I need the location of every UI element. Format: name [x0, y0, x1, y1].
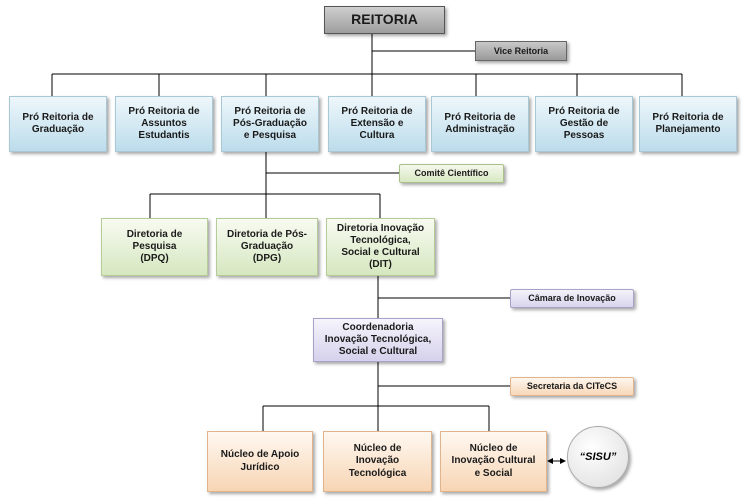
pro-reitoria-label: Pró Reitoria de Administração — [444, 111, 516, 135]
nucleo-inovacao-tecnologica: Núcleo de Inovação Tecnológica — [323, 431, 432, 492]
vice-reitoria-label: Vice Reitoria — [493, 45, 549, 56]
nucleo-label: Núcleo de Inovação Tecnológica — [348, 443, 407, 479]
secretaria-label: Secretaria da CITeCS — [526, 381, 618, 392]
pro-reitoria-label: Pró Reitoria de Assuntos Estudantis — [128, 105, 200, 142]
nucleo-apoio-juridico: Núcleo de Apoio Jurídico — [207, 431, 313, 492]
pro-reitoria-graduacao: Pró Reitoria de Graduação — [9, 96, 107, 152]
camara-label: Câmara de Inovação — [528, 293, 616, 304]
vice-reitoria-box: Vice Reitoria — [475, 41, 567, 61]
secretaria-citecs-box: Secretaria da CITeCS — [510, 377, 634, 396]
pro-reitoria-label: Pró Reitoria de Planejamento — [652, 111, 724, 135]
sisu-circle: “SISU” — [567, 426, 629, 488]
camara-inovacao-box: Câmara de Inovação — [510, 289, 634, 308]
reitoria-label: REITORIA — [351, 11, 418, 28]
pro-reitoria-label: Pró Reitoria de Graduação — [22, 111, 94, 135]
nucleo-label: Núcleo de Apoio Jurídico — [220, 449, 300, 473]
diretoria-label: Diretoria de Pesquisa (DPQ) — [126, 228, 183, 265]
comite-label: Comitê Científico — [414, 168, 489, 179]
pro-reitoria-label: Pró Reitoria de Pós-Graduação e Pesquisa — [233, 105, 307, 142]
pro-reitoria-assuntos-estudantis: Pró Reitoria de Assuntos Estudantis — [115, 96, 213, 152]
pro-reitoria-label: Pró Reitoria de Gestão de Pessoas — [548, 105, 620, 142]
pro-reitoria-planejamento: Pró Reitoria de Planejamento — [639, 96, 737, 152]
diretoria-dpg: Diretoria de Pós- Graduação (DPG) — [216, 218, 318, 276]
diretoria-label: Diretoria Inovação Tecnológica, Social e… — [336, 222, 425, 271]
pro-reitoria-pos-graduacao: Pró Reitoria de Pós-Graduação e Pesquisa — [221, 96, 319, 152]
diretoria-label: Diretoria de Pós- Graduação (DPG) — [226, 228, 308, 265]
nucleo-inovacao-cultural-social: Núcleo de Inovação Cultural e Social — [440, 431, 547, 492]
nucleo-label: Núcleo de Inovação Cultural e Social — [451, 443, 536, 479]
coordenadoria-label: Coordenadoria Inovação Tecnológica, Soci… — [324, 321, 432, 358]
diretoria-dit: Diretoria Inovação Tecnológica, Social e… — [326, 218, 435, 276]
pro-reitoria-administracao: Pró Reitoria de Administração — [431, 96, 529, 152]
pro-reitoria-label: Pró Reitoria de Extensão e Cultura — [341, 105, 413, 142]
pro-reitoria-gestao-pessoas: Pró Reitoria de Gestão de Pessoas — [535, 96, 633, 152]
coordenadoria-box: Coordenadoria Inovação Tecnológica, Soci… — [313, 318, 443, 362]
reitoria-box: REITORIA — [324, 6, 445, 34]
diretoria-dpq: Diretoria de Pesquisa (DPQ) — [101, 218, 208, 276]
pro-reitoria-extensao: Pró Reitoria de Extensão e Cultura — [328, 96, 426, 152]
comite-cientifico-box: Comitê Científico — [399, 164, 504, 183]
sisu-label: “SISU” — [579, 451, 617, 463]
